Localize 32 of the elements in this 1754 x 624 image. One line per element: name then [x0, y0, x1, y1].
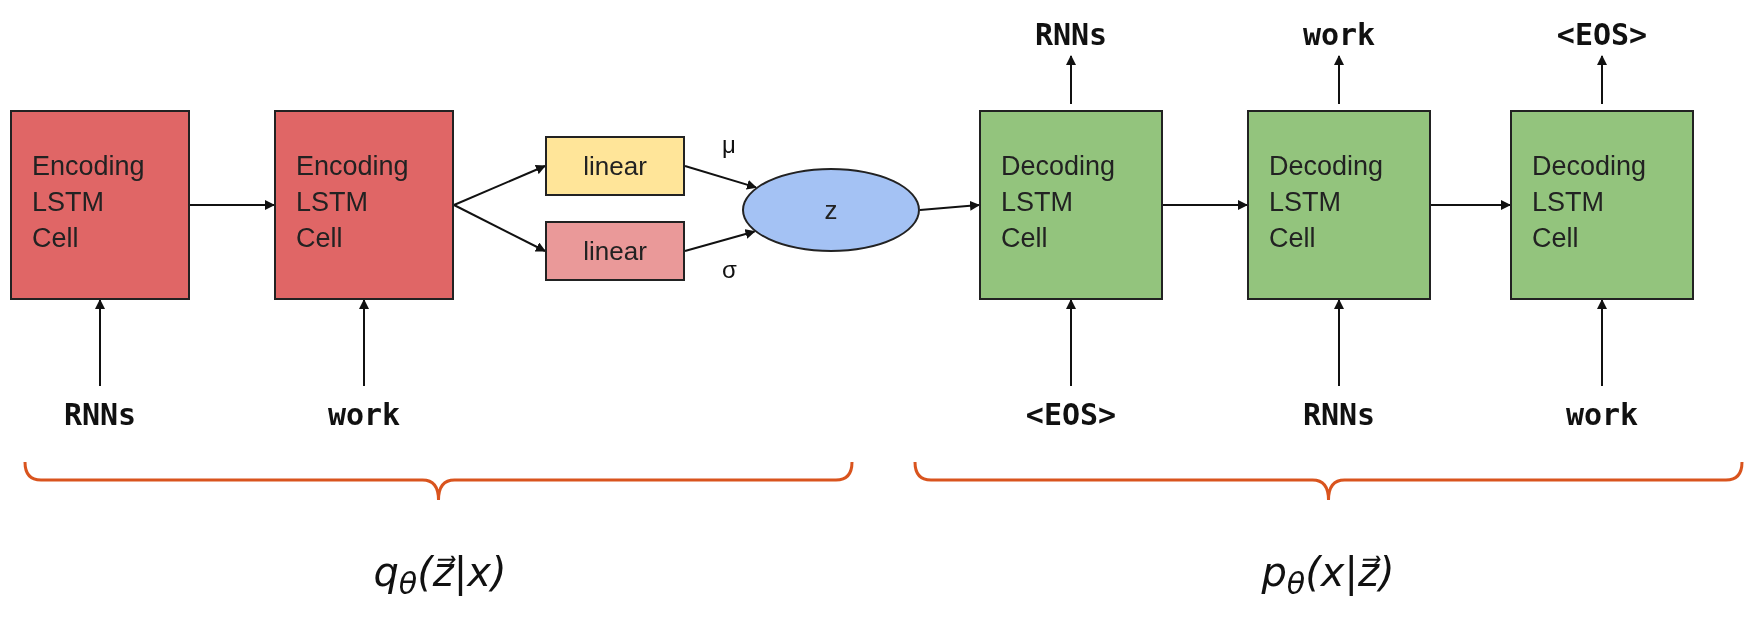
- arrow: [95, 299, 105, 387]
- arrow: [1334, 299, 1344, 387]
- token-text: work: [304, 392, 424, 436]
- arrow: [1597, 55, 1607, 105]
- arrow: [1430, 200, 1511, 210]
- arrow: [359, 299, 369, 387]
- arrow: [189, 200, 275, 210]
- linear-layer-box: linear: [545, 221, 685, 281]
- encoder-cell-box: Encoding LSTM Cell: [274, 110, 454, 300]
- encoder-cell-box: Encoding LSTM Cell: [10, 110, 190, 300]
- token-text: RNNs: [1279, 392, 1399, 436]
- linear-layer-box: linear: [545, 136, 685, 196]
- token-text: RNNs: [1011, 12, 1131, 56]
- arrow: [453, 204, 546, 252]
- latent-ellipse: z: [742, 168, 920, 252]
- token-text: work: [1279, 12, 1399, 56]
- arrow: [1162, 200, 1248, 210]
- arrow: [1334, 55, 1344, 105]
- token-text: <EOS>: [1001, 392, 1141, 436]
- arrow: [684, 165, 757, 190]
- arrow: [453, 164, 546, 206]
- decoder-cell-box: Decoding LSTM Cell: [979, 110, 1163, 300]
- arrow: [1597, 299, 1607, 387]
- token-text: <EOS>: [1532, 12, 1672, 56]
- decoder-cell-box: Decoding LSTM Cell: [1510, 110, 1694, 300]
- arrow: [1066, 55, 1076, 105]
- decoder-cell-box: Decoding LSTM Cell: [1247, 110, 1431, 300]
- token-text: work: [1542, 392, 1662, 436]
- arrow: [1066, 299, 1076, 387]
- token-text: RNNs: [40, 392, 160, 436]
- arrow: [919, 200, 980, 211]
- arrow: [684, 229, 756, 252]
